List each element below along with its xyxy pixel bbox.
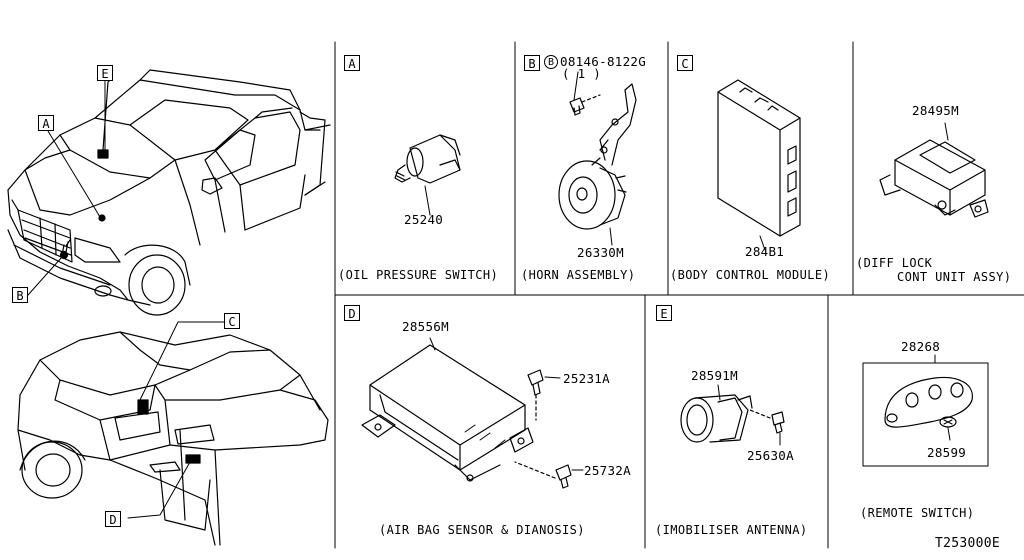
panel-letter-d: D: [344, 305, 360, 321]
caption-immobiliser-antenna: (IMOBILISER ANTENNA): [655, 523, 808, 537]
callout-b: B: [12, 287, 28, 303]
callout-d: D: [105, 511, 121, 527]
bolt-quantity: ( 1 ): [562, 66, 602, 81]
horn-drawing: [558, 71, 637, 246]
part-number-26330m: 26330M: [577, 245, 624, 260]
panel-dividers: [334, 41, 1024, 549]
part-number-284b1: 284B1: [745, 244, 785, 259]
panel-letter-c: C: [677, 55, 693, 71]
callout-a: A: [38, 115, 54, 131]
caption-horn-assembly: (HORN ASSEMBLY): [521, 268, 636, 282]
panel-letter-a: A: [344, 55, 360, 71]
diagram-code: T253000E: [935, 536, 1001, 551]
remote-switch-drawing: [862, 354, 989, 467]
truck-front-illustration: [7, 69, 331, 316]
bolt-symbol-circle: B: [544, 55, 558, 69]
caption-oil-pressure-switch: (OIL PRESSURE SWITCH): [338, 268, 499, 282]
bcm-drawing: [717, 79, 801, 251]
callout-e: E: [97, 65, 113, 81]
part-number-28556m: 28556M: [402, 319, 449, 334]
panel-letter-e: E: [656, 305, 672, 321]
caption-diff-lock-line2: CONT UNIT ASSY): [897, 270, 1012, 284]
caption-body-control-module: (BODY CONTROL MODULE): [670, 268, 831, 282]
part-number-28495m: 28495M: [912, 103, 959, 118]
part-number-08146-8122g: 08146-8122G: [560, 54, 647, 69]
caption-air-bag-sensor: (AIR BAG SENSOR & DIANOSIS): [379, 523, 585, 537]
part-number-28591m: 28591M: [691, 368, 738, 383]
diff-lock-unit-drawing: [879, 122, 989, 218]
part-number-25732a: 25732A: [584, 463, 631, 478]
airbag-sensor-drawing: [361, 337, 584, 489]
part-number-25231a: 25231A: [563, 371, 610, 386]
caption-remote-switch: (REMOTE SWITCH): [860, 506, 975, 520]
oil-pressure-switch-drawing: [394, 134, 461, 216]
callout-c: C: [224, 313, 240, 329]
part-number-28268: 28268: [901, 339, 941, 354]
part-number-25630a: 25630A: [747, 448, 794, 463]
caption-diff-lock-line1: (DIFF LOCK: [856, 256, 933, 270]
part-number-28599: 28599: [927, 445, 967, 460]
immobiliser-antenna-drawing: [680, 384, 785, 446]
truck-rear-illustration: [17, 321, 329, 546]
panel-letter-b: B: [524, 55, 540, 71]
part-number-25240: 25240: [404, 212, 444, 227]
